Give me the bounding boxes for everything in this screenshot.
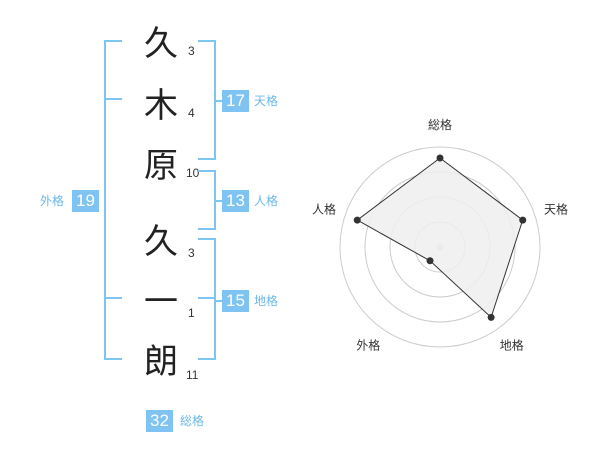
radar-point [436,154,444,162]
gaikaku-label: 外格 [40,194,65,208]
jinkaku-badge: 13 [222,190,249,212]
radar-ring [339,146,541,348]
surname-char-3: 原 [144,146,178,186]
radar-point [353,216,361,224]
surname-char-2: 木 [144,86,178,126]
radar-points [353,154,527,321]
soukaku-label: 総格 [180,414,205,428]
radar-axis-label: 地格 [500,338,524,353]
surname-strokes-1: 3 [188,44,195,58]
surname-char-1: 久 [144,24,178,64]
gaikaku-bracket [104,40,122,360]
gaikaku-tick-bottom [104,297,122,299]
soukaku-badge: 32 [146,410,173,432]
given-strokes-3: 11 [186,368,199,382]
radar-point [426,257,434,265]
tenkaku-label: 天格 [254,94,279,108]
radar-point [519,216,527,224]
radar-axis-label: 総格 [428,117,452,132]
tenkaku-badge: 17 [222,90,249,112]
chikaku-bracket [198,238,216,360]
radar-polygon [356,157,524,319]
given-char-1: 久 [144,222,178,262]
radar-point [487,313,495,321]
jinkaku-label: 人格 [254,194,279,208]
radar-axis-label: 人格 [312,201,336,216]
tenkaku-connector [214,100,222,102]
gaikaku-tick-top [104,98,122,100]
chikaku-connector [214,300,222,302]
chikaku-label: 地格 [254,294,279,308]
given-strokes-1: 3 [188,246,195,260]
radar-axis-label: 外格 [356,338,380,353]
given-char-3: 朗 [144,342,178,382]
surname-strokes-2: 4 [188,106,195,120]
given-char-2: 一 [144,282,178,322]
gaikaku-badge: 19 [72,190,99,212]
chikaku-badge: 15 [222,290,249,312]
radar-axis-label: 天格 [544,201,568,216]
jinkaku-connector [214,200,222,202]
surname-strokes-3: 10 [186,166,200,180]
given-strokes-2: 1 [188,306,195,320]
chikaku-tick [198,297,216,299]
